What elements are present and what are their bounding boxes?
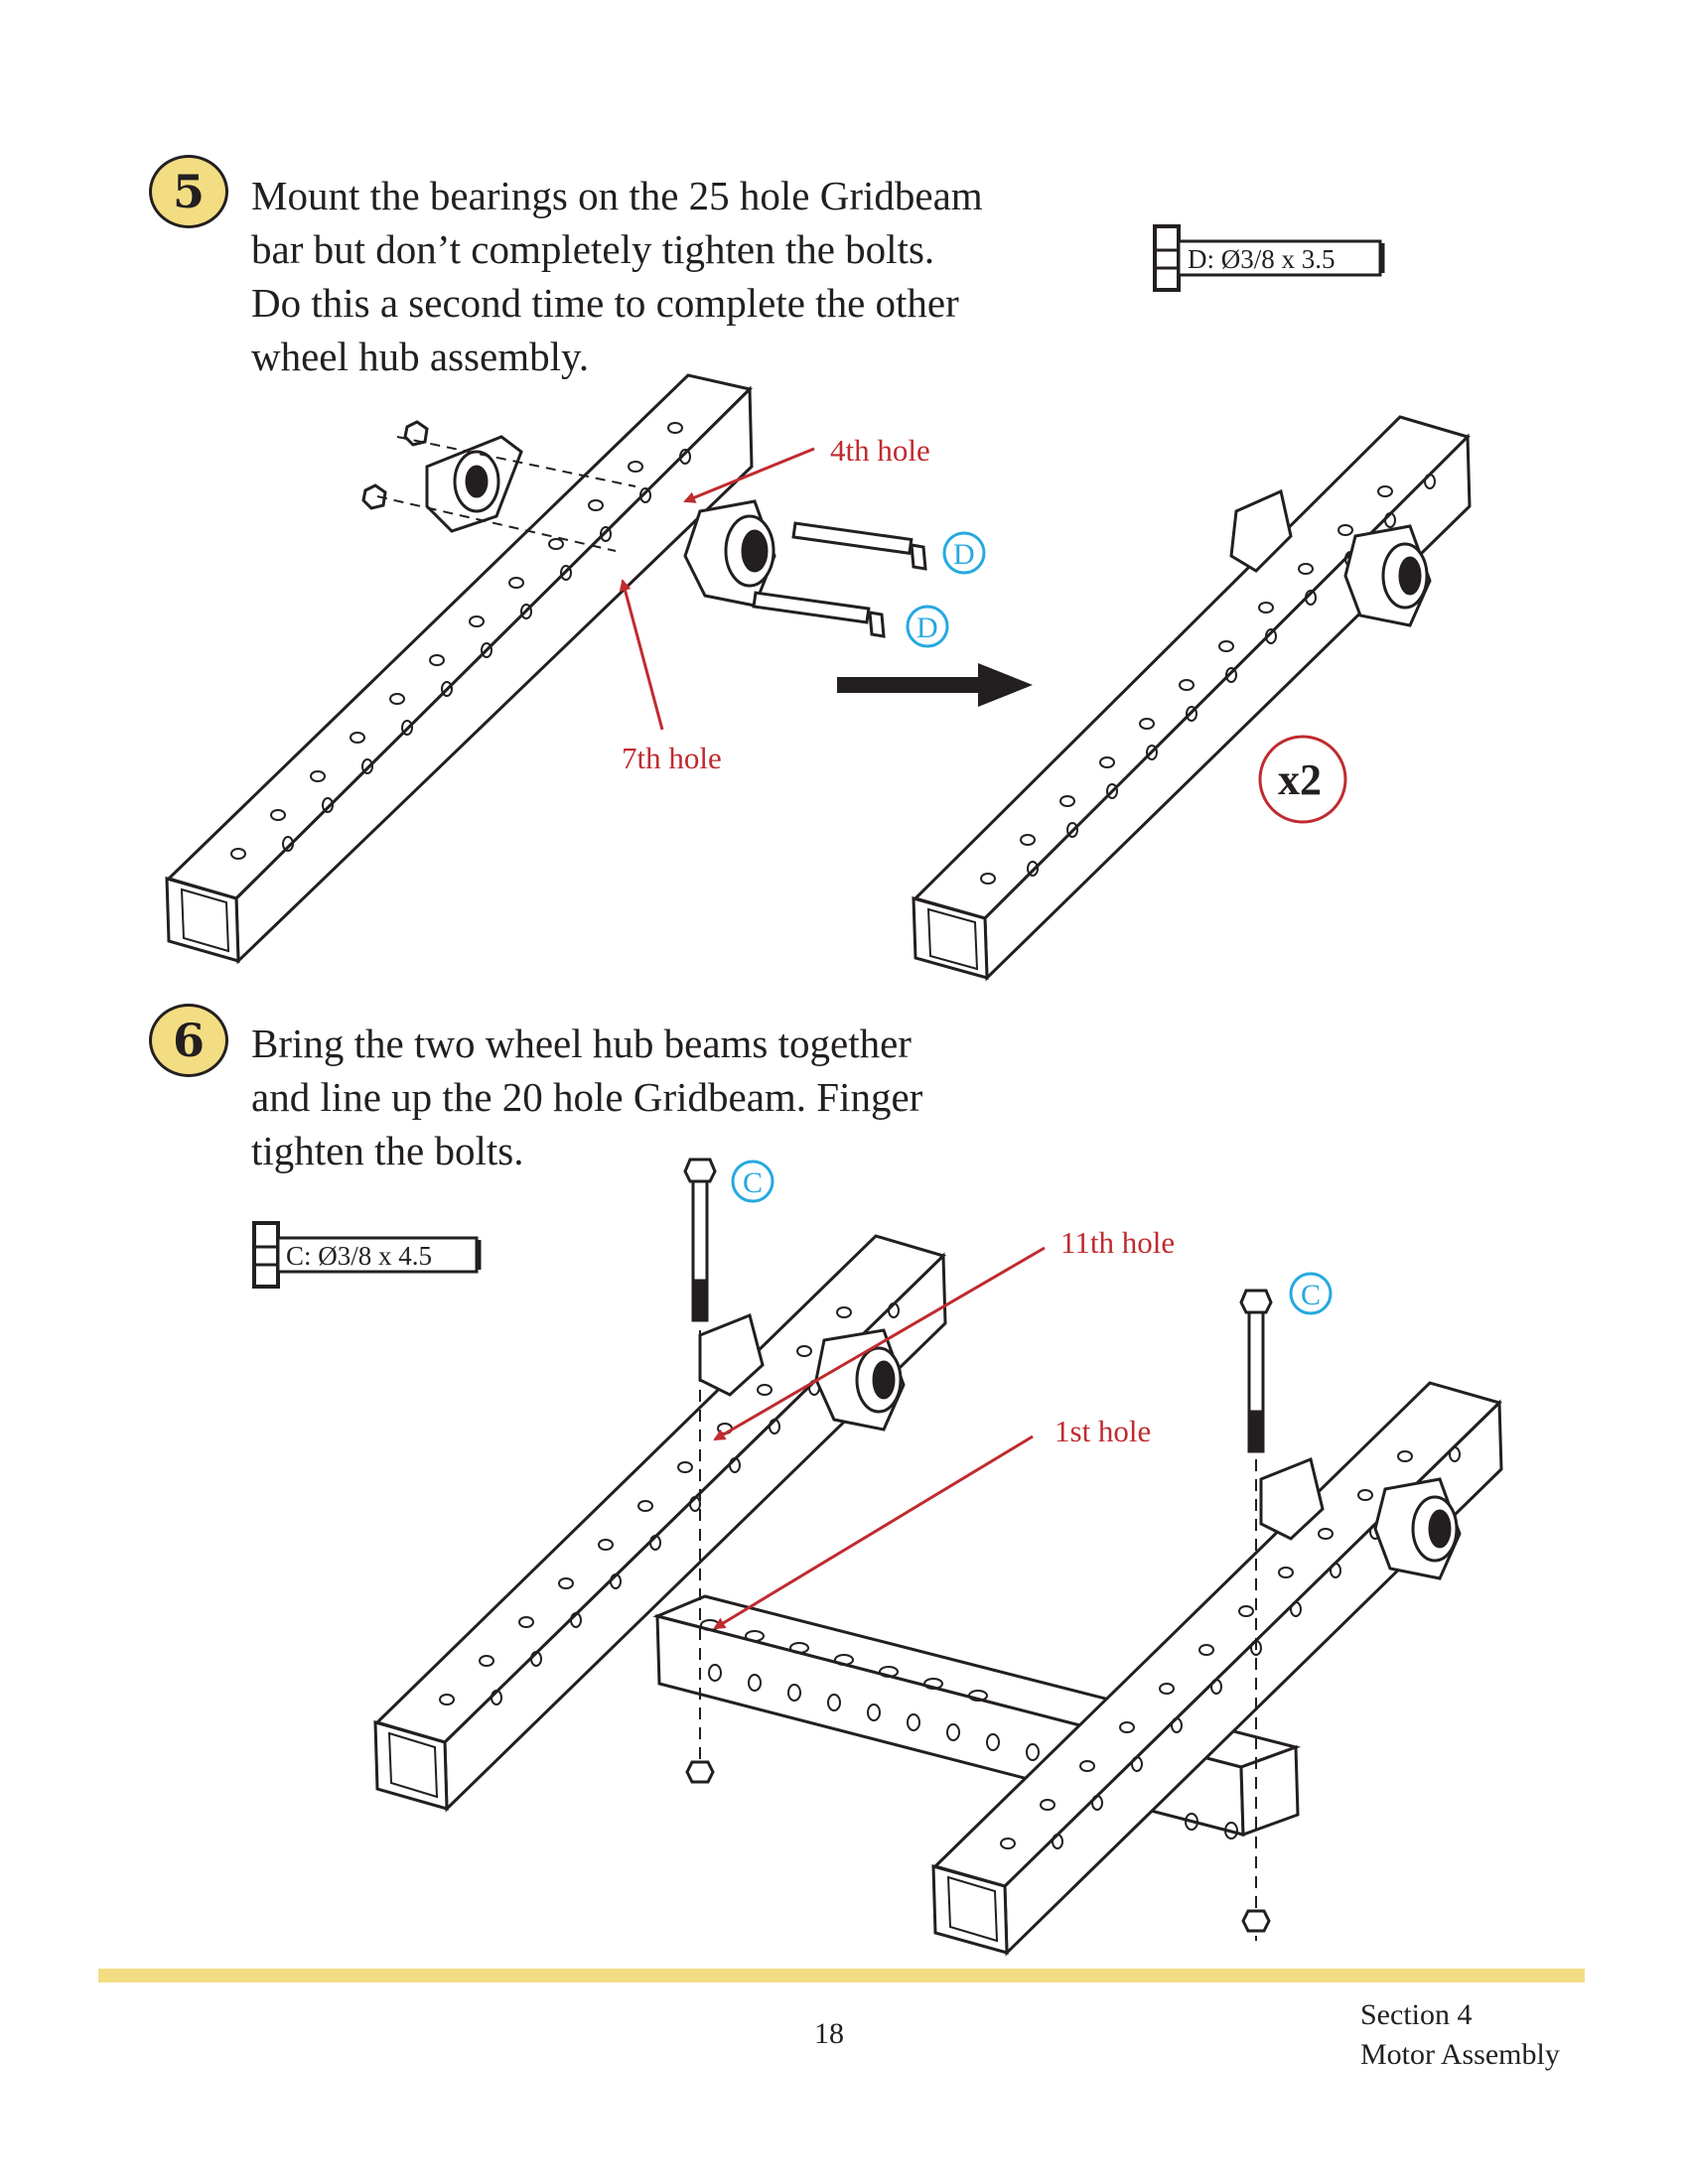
multiplier-badge: x2	[1258, 735, 1347, 824]
section-number: Section 4	[1360, 1998, 1473, 2031]
step-6-line: and line up the 20 hole Gridbeam. Finger	[251, 1074, 923, 1120]
bolt-d-upper	[791, 521, 927, 571]
footer-divider	[98, 1969, 1585, 1982]
wheel-hub-beam-right	[931, 1381, 1503, 1957]
section-label: Section 4 Motor Assembly	[1360, 1995, 1560, 2075]
gridbeam-25-hole-exploded	[165, 373, 754, 965]
step-5-line: wheel hub assembly.	[251, 334, 590, 379]
bolt-letter-d: D	[916, 612, 938, 644]
gridbeam-25-hole-assembled	[912, 415, 1472, 982]
step-5-line: bar but don’t completely tighten the bol…	[251, 226, 935, 272]
wheel-hub-beam-left	[373, 1234, 947, 1813]
step-5-number: 5	[172, 165, 205, 218]
step-5-line: Do this a second time to complete the ot…	[251, 280, 959, 326]
bolt-letter-d: D	[953, 538, 975, 571]
step-6-line: tighten the bolts.	[251, 1128, 524, 1173]
beam-holes	[230, 422, 691, 860]
bolt-d-lower	[752, 591, 886, 638]
step-6-line: Bring the two wheel hub beams together	[251, 1021, 912, 1066]
bolt-letter-d-badge: D	[942, 531, 986, 575]
bolt-letter-c: C	[743, 1166, 763, 1199]
callout-1st-hole: 1st hole	[1055, 1414, 1151, 1448]
next-arrow	[837, 663, 1033, 707]
bolt-letter-d-badge: D	[906, 605, 949, 648]
step-6-instructions: Bring the two wheel hub beams together a…	[251, 1017, 922, 1177]
bolt-spec-c-label: C: Ø3/8 x 4.5	[286, 1241, 432, 1271]
bolt-letter-c-badge: C	[1289, 1272, 1333, 1315]
callout-11th-hole: 11th hole	[1060, 1225, 1175, 1260]
step-6-number: 6	[172, 1014, 205, 1067]
multiplier-text: x2	[1278, 755, 1322, 804]
bolt-c-right	[1239, 1289, 1273, 1941]
bolt-spec-d-label: D: Ø3/8 x 3.5	[1188, 244, 1336, 274]
bolt-spec-c: C: Ø3/8 x 4.5	[252, 1221, 482, 1289]
section-title: Motor Assembly	[1360, 2038, 1560, 2071]
bolt-c-left	[683, 1158, 717, 1784]
callout-4th-hole: 4th hole	[830, 433, 930, 468]
step-6-number-badge: 6	[149, 1004, 228, 1077]
bolt-spec-d: D: Ø3/8 x 3.5	[1153, 224, 1385, 292]
flange-bearing-front	[683, 499, 776, 608]
callout-7th-hole: 7th hole	[622, 741, 722, 775]
bolt-letter-c-badge: C	[731, 1160, 774, 1203]
step-5-instructions: Mount the bearings on the 25 hole Gridbe…	[251, 169, 983, 383]
step-5-number-badge: 5	[149, 155, 228, 228]
page-number: 18	[814, 2017, 844, 2050]
bolt-letter-c: C	[1301, 1279, 1321, 1311]
flange-bearing-rear	[361, 420, 523, 533]
step-5-line: Mount the bearings on the 25 hole Gridbe…	[251, 173, 983, 218]
